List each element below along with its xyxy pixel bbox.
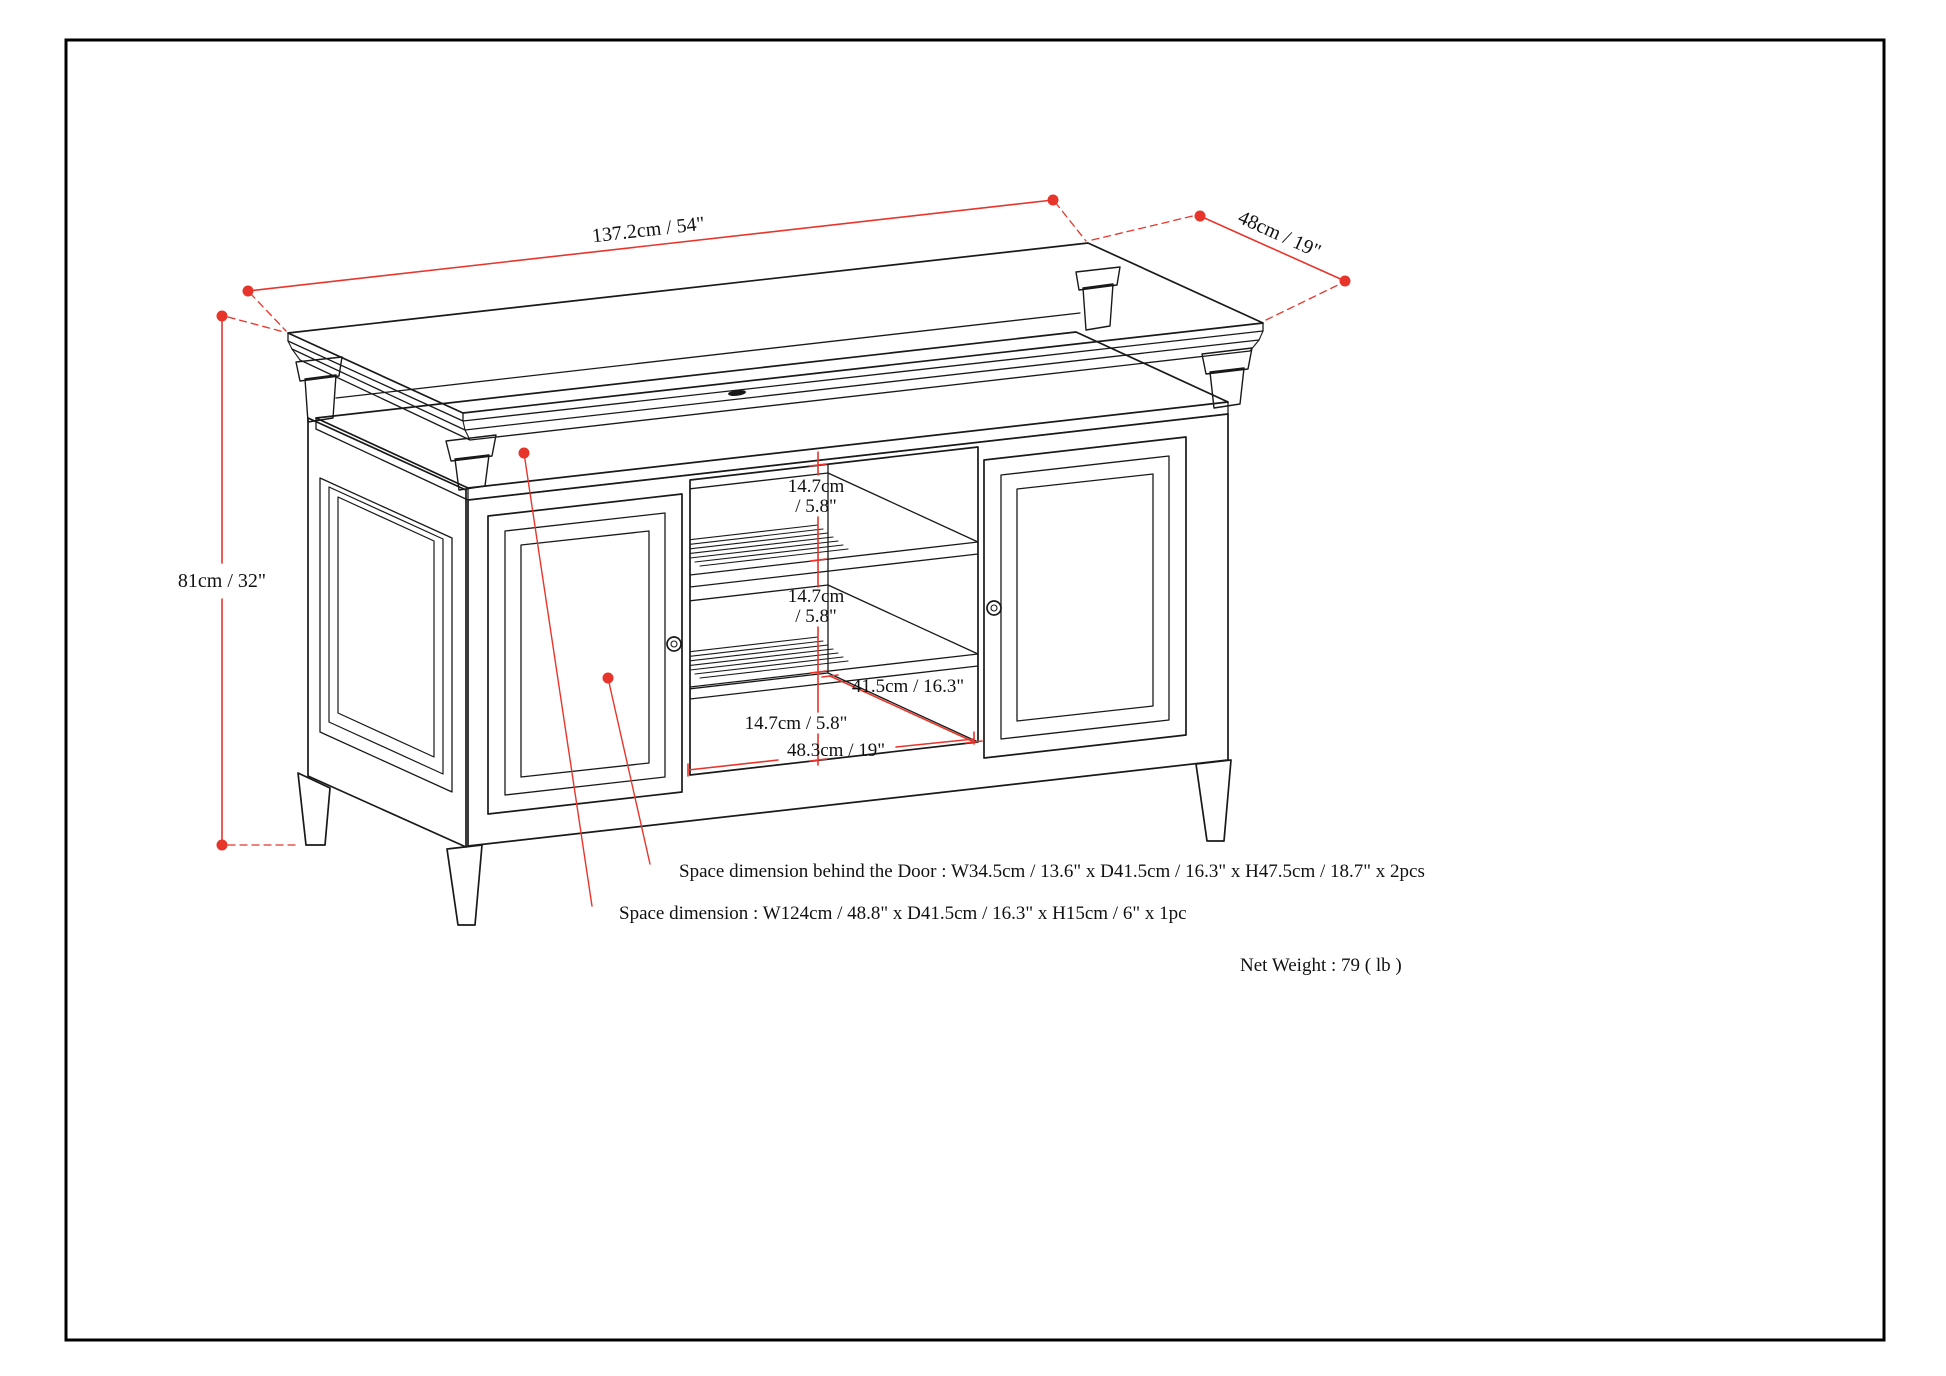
- right-door-bevel: [1000, 455, 1170, 740]
- note-net-weight: Net Weight : 79 ( lb ): [1240, 955, 1402, 976]
- cabinet-drawing: [287, 242, 1264, 926]
- back-left-leg: [297, 772, 331, 846]
- center-shelf-1-edge: [690, 541, 978, 588]
- label-gap2-line1: 14.7cm: [788, 586, 845, 607]
- right-door-knob: [986, 600, 1002, 616]
- label-gap3: 14.7cm / 5.8": [745, 713, 848, 734]
- opening-interior: [690, 447, 978, 775]
- shelf-edge-verticals: [315, 401, 1229, 501]
- note-behind-door: Space dimension behind the Door : W34.5c…: [679, 861, 1425, 882]
- left-door-bevel: [504, 512, 666, 796]
- left-door-panel: [520, 530, 650, 778]
- leader-open-space: [523, 452, 593, 907]
- front-left-leg: [446, 844, 483, 926]
- center-shelf-2-surface: [690, 584, 978, 688]
- legs: [297, 759, 1232, 926]
- shelf-2-vent-slots: [690, 636, 849, 679]
- dim-ext-width: [249, 201, 1087, 332]
- top-molding-connectors: [287, 330, 1264, 441]
- top-slab: [287, 242, 1264, 441]
- back-left-post: [295, 356, 343, 423]
- dot-behind-door: [602, 672, 614, 684]
- dim-ext-height: [227, 316, 301, 846]
- side-panel-bevel: [328, 486, 444, 775]
- back-rail-top: [335, 312, 1081, 399]
- label-width: 137.2cm / 54": [591, 213, 706, 248]
- shelf-edge-band: [315, 413, 1229, 501]
- dot-depth-back: [1194, 210, 1206, 222]
- cable-slot: [728, 390, 746, 396]
- dot-height-bottom: [216, 839, 228, 851]
- left-door-knob-detail: [670, 640, 678, 648]
- top-surface: [287, 242, 1264, 414]
- back-right-post: [1075, 266, 1121, 331]
- label-gap2-line2: / 5.8": [795, 606, 837, 627]
- dot-height-top: [216, 310, 228, 322]
- cabinet-left-side: [307, 417, 467, 848]
- side-panel-inner: [337, 496, 435, 758]
- interior-back-panel: [690, 447, 829, 775]
- dim-line-interior-depth: [829, 675, 975, 743]
- top-molding-line-2: [291, 339, 1260, 431]
- label-interior-width: 48.3cm / 19": [787, 740, 885, 761]
- right-door-knob-detail: [990, 604, 998, 612]
- top-molding-line-1: [287, 330, 1264, 422]
- right-door-panel: [1016, 473, 1154, 722]
- dim-ext-depth: [1091, 214, 1343, 321]
- dot-depth-front: [1339, 275, 1351, 287]
- label-depth: 48cm / 19": [1235, 206, 1324, 262]
- dim-line-width: [247, 199, 1054, 292]
- shelf-1-vent-slots: [690, 524, 849, 567]
- label-gap1-line1: 14.7cm: [788, 476, 845, 497]
- dot-width-right: [1047, 194, 1059, 206]
- left-door: [487, 493, 683, 815]
- dim-line-interior-width: [687, 738, 975, 771]
- center-shelf-2-edge: [690, 653, 978, 700]
- label-gap1-line2: / 5.8": [795, 496, 837, 517]
- label-interior-depth: 41.5cm / 16.3": [852, 676, 964, 697]
- front-right-leg: [1195, 759, 1232, 842]
- label-height: 81cm / 32": [178, 570, 266, 592]
- dim-line-depth: [1199, 215, 1346, 282]
- top-edge-verticals: [287, 322, 1264, 422]
- leader-behind-door: [607, 677, 651, 865]
- left-door-knob: [666, 636, 682, 652]
- right-door: [983, 436, 1187, 759]
- cabinet-front-face: [467, 413, 1229, 847]
- interior-right-wall: [827, 447, 978, 743]
- right-door-outer: [983, 436, 1187, 759]
- left-door-outer: [487, 493, 683, 815]
- note-open-space: Space dimension : W124cm / 48.8" x D41.5…: [619, 903, 1187, 924]
- page-border: [64, 38, 1886, 1342]
- dimension-dots: [216, 194, 1351, 851]
- front-right-post: [1201, 347, 1253, 409]
- labels-layer: 137.2cm / 54" 48cm / 19" 81cm / 32" 14.7…: [178, 206, 1425, 976]
- dimension-lines-layer: [216, 194, 1351, 907]
- dot-open-space: [518, 447, 530, 459]
- hutch-posts: [295, 266, 1253, 491]
- side-panel-frame: [319, 477, 453, 793]
- side-face-outline: [307, 417, 467, 848]
- dim-ticks-interior-width: [687, 731, 975, 777]
- dot-width-left: [242, 285, 254, 297]
- center-shelf-1-surface: [690, 472, 978, 576]
- dim-ticks-interior: [809, 463, 827, 762]
